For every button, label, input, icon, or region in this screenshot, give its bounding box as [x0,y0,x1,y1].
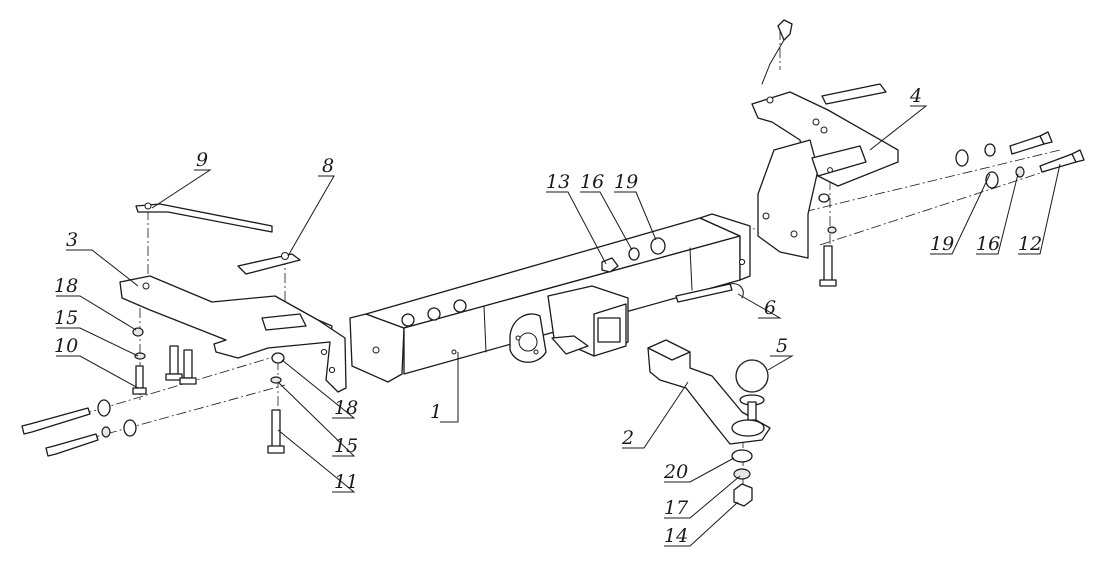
callout-15-right: 15 [334,435,358,457]
right-fish-wire [761,19,793,85]
callout-18-left: 18 [54,275,78,297]
center-hardware [601,237,666,273]
callout-4: 4 [909,85,922,107]
callout-17: 17 [664,497,689,519]
leader-lines [56,105,1061,547]
callout-19-right: 19 [930,233,954,255]
left-washers [97,327,285,438]
tow-ball [735,359,769,421]
callout-10: 10 [54,335,78,357]
callout-14: 14 [664,525,688,547]
callout-3: 3 [66,229,78,251]
crossbar-nuts [401,299,467,327]
hitch-pin [675,283,744,303]
callout-18-right: 18 [334,397,358,419]
right-backing-strap [821,83,887,105]
callout-15-left: 15 [54,307,78,329]
bolt-11 [267,409,285,454]
callout-5: 5 [776,335,788,357]
callout-8: 8 [322,155,334,177]
receiver-tube [547,285,629,357]
callout-9: 9 [196,149,208,171]
callouts: 1 2 3 4 5 6 8 9 10 11 12 13 14 15 15 16 … [54,85,1042,547]
callout-16-center: 16 [580,171,604,193]
left-mounting-bracket [119,275,347,393]
callout-6: 6 [764,297,776,319]
left-vertical-bolts [132,345,197,395]
right-horizontal-bolts [1009,131,1085,173]
callout-16-right: 16 [976,233,1000,255]
left-horizontal-bolts [21,407,99,457]
callout-1: 1 [430,401,442,423]
right-vertical-bolt [819,245,837,287]
left-backing-plate [237,252,301,275]
callout-11: 11 [334,471,358,493]
callout-12: 12 [1018,233,1042,255]
right-mounting-bracket [751,91,899,259]
callout-20: 20 [663,461,688,483]
socket-plate [509,313,547,363]
callout-13: 13 [546,171,570,193]
callout-2: 2 [621,427,634,449]
left-fish-wire [135,202,273,233]
ball-fasteners [731,449,753,507]
ball-mount [647,339,771,445]
callout-19-center: 19 [614,171,638,193]
